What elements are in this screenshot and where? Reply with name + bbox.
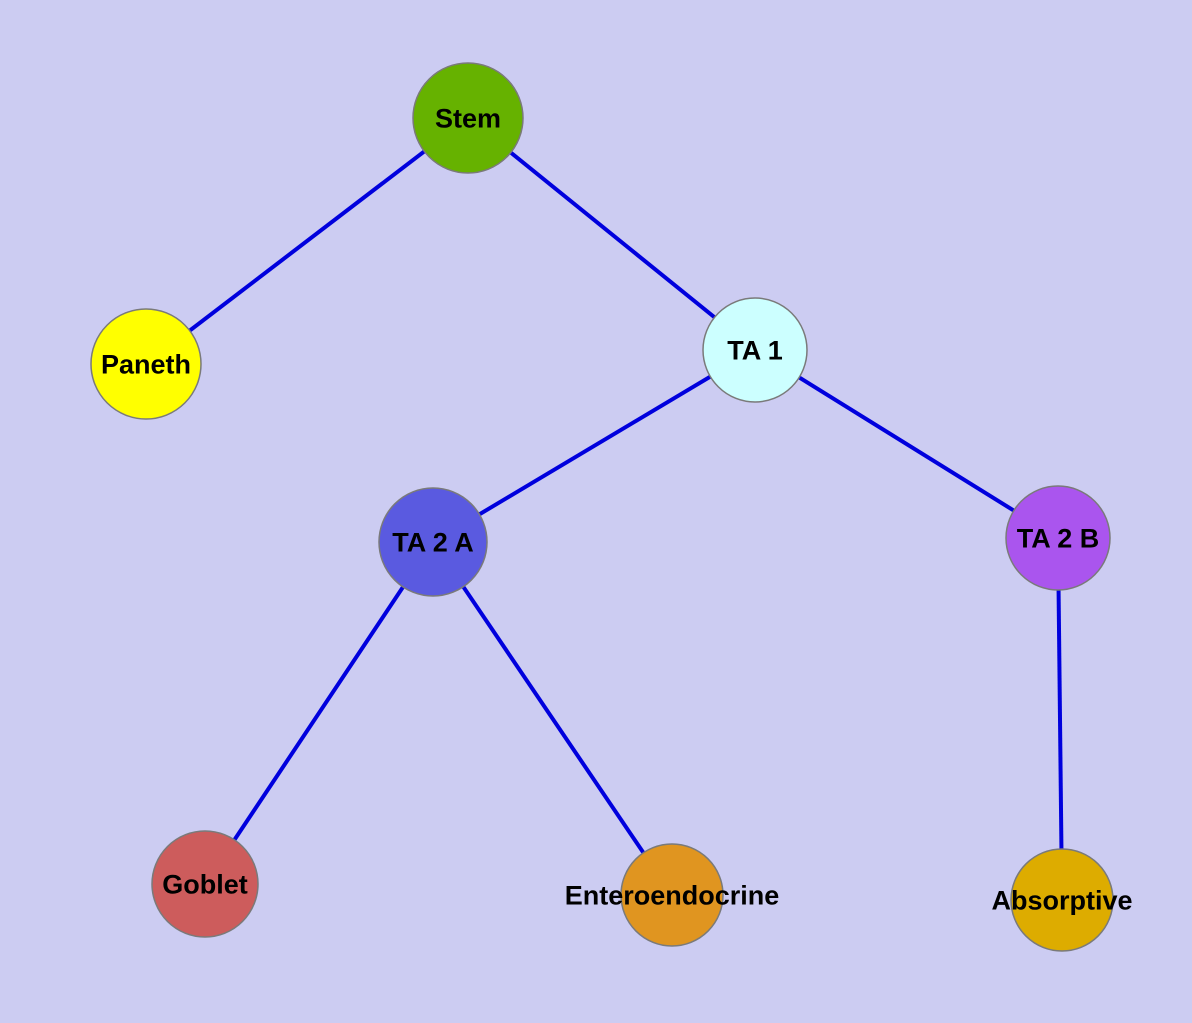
node-enteroendocrine[interactable]	[620, 843, 724, 947]
node-stem[interactable]	[412, 62, 524, 174]
node-absorptive[interactable]	[1010, 848, 1114, 952]
edge-ta2b-absorptive	[1056, 537, 1064, 901]
node-goblet[interactable]	[151, 830, 259, 938]
node-ta2a[interactable]	[378, 487, 488, 597]
edge-stem-ta1	[466, 116, 757, 352]
edge-ta1-ta2a	[431, 348, 757, 544]
edges-layer	[144, 116, 1064, 901]
node-ta2b[interactable]	[1005, 485, 1111, 591]
edge-ta2a-goblet	[203, 540, 435, 886]
edge-stem-paneth	[144, 116, 470, 366]
edge-ta1-ta2b	[753, 348, 1060, 540]
nodes-layer	[90, 62, 1114, 952]
node-paneth[interactable]	[90, 308, 202, 420]
node-ta1[interactable]	[702, 297, 808, 403]
edge-ta2a-enteroendocrine	[431, 540, 674, 897]
